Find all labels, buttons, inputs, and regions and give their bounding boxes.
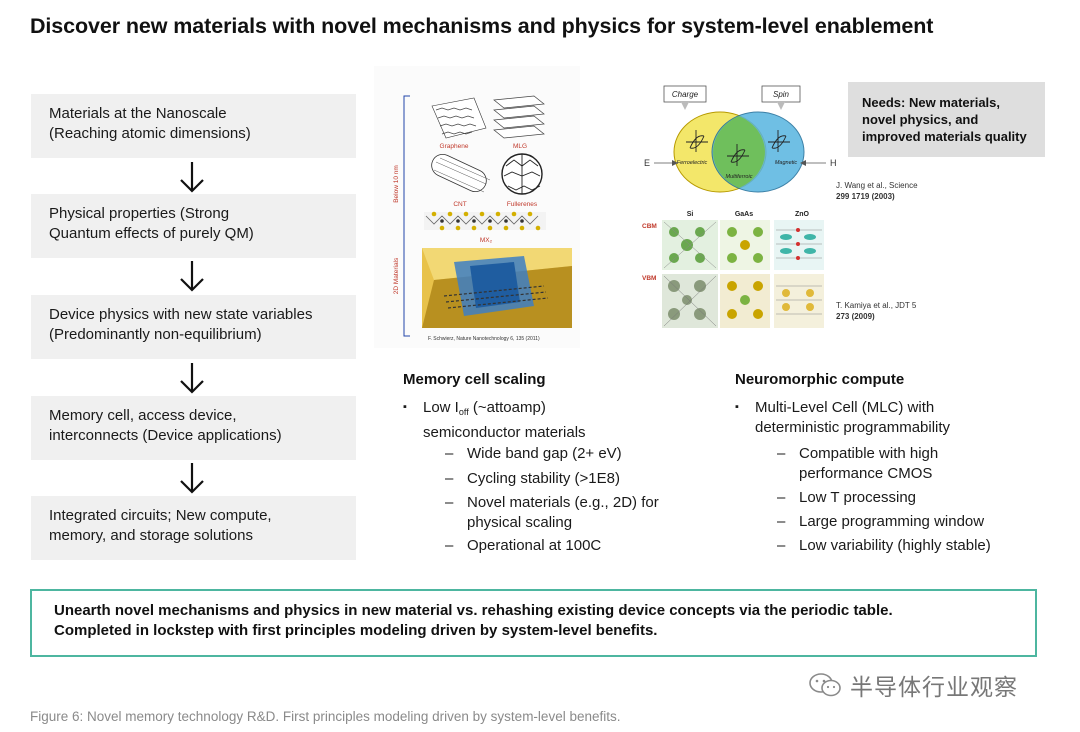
sub-item-text: Novel materials (e.g., 2D) for (467, 494, 659, 511)
down-arrow-icon (180, 162, 204, 193)
sub-item-text: performance CMOS (799, 464, 933, 482)
lattice-tile (720, 274, 770, 328)
kamiya-citation: T. Kamiya et al., JDT 5 273 (2009) (836, 300, 916, 322)
neuro-heading: Neuromorphic compute (735, 371, 905, 388)
nanomaterials-figure: Below 10 nm 2D Materials Graphene MLG CN… (374, 66, 580, 348)
needs-text: Needs: New materials, (862, 95, 1001, 110)
label-fullerenes: Fullerenes (507, 201, 538, 208)
multiferroic-venn-figure: Charge Spin Ferroelectric Magnetic Multi… (644, 85, 837, 193)
label-mx2: MX₂ (480, 237, 493, 244)
flow-box-physical-properties: Physical properties (Strong Quantum effe… (31, 194, 356, 258)
watermark-text: 半导体行业观察 (850, 675, 1018, 701)
h-field-label: H (830, 158, 837, 168)
flow-text: Integrated circuits; New compute, (49, 507, 272, 524)
mx2-image (424, 211, 546, 231)
lattice-tile (662, 274, 718, 328)
lattice-tile (774, 274, 824, 328)
wechat-icon (809, 673, 841, 697)
bullet-text: deterministic programmability (755, 418, 951, 436)
bullet-text: Low I (423, 399, 459, 416)
citation-text: 299 1719 (2003) (836, 192, 895, 201)
wechat-watermark: 半导体行业观察 (808, 668, 1018, 702)
needs-text: improved materials quality (862, 129, 1027, 144)
subscript-off: off (458, 407, 469, 417)
sub-item-text: Cycling stability (>1E8) (467, 470, 620, 487)
sub-item-text: Wide band gap (2+ eV) (467, 445, 622, 462)
multiferroic-label: Multiferroic (726, 174, 753, 180)
flow-box-device-physics: Device physics with new state variables … (31, 295, 356, 359)
label-mlg: MLG (513, 143, 527, 150)
col-label-zno: ZnO (795, 211, 810, 218)
bullet-marker: ▪ (403, 401, 407, 413)
citation-text: J. Wang et al., Science (836, 181, 918, 190)
lattice-tile (720, 220, 770, 270)
label-graphene: Graphene (440, 143, 469, 150)
bullet-text: semiconductor materials (423, 423, 586, 441)
bracket-label-below-10nm: Below 10 nm (393, 165, 400, 203)
citation-text: T. Kamiya et al., JDT 5 (836, 301, 917, 310)
flow-text: (Predominantly non-equilibrium) (49, 325, 262, 343)
materials-source-citation: F. Schwierz, Nature Nanotechnology 6, 13… (428, 336, 540, 342)
sub-item-text: Operational at 100C (467, 537, 602, 554)
row-label-vbm: VBM (642, 275, 656, 282)
flow-text: Materials at the Nanoscale (49, 105, 227, 122)
spin-label: Spin (773, 90, 790, 99)
flow-text: Memory cell, access device, (49, 407, 237, 424)
col-label-si: Si (687, 211, 694, 218)
memory-bullet: ▪ Low Ioff (~attoamp) semiconductor mate… (403, 398, 723, 441)
2d-device-render (422, 248, 572, 328)
conclusion-text: Unearth novel mechanisms and physics in … (54, 602, 893, 619)
ferroelectric-label: Ferroelectric (677, 160, 708, 166)
memory-bullet-text: Low Ioff (~attoamp) semiconductor materi… (423, 398, 586, 442)
lattice-tile (662, 220, 718, 270)
wang-citation: J. Wang et al., Science 299 1719 (2003) (836, 180, 918, 202)
graphene-image (431, 97, 487, 139)
sub-item-text: Low T processing (799, 489, 917, 506)
flow-box-integrated-circuits: Integrated circuits; New compute, memory… (31, 496, 356, 560)
sub-item-text: Large programming window (799, 513, 985, 530)
sub-item-text: Compatible with high (799, 445, 939, 462)
e-field-label: E (644, 158, 650, 168)
flow-text: interconnects (Device applications) (49, 426, 282, 444)
bullet-marker: ▪ (735, 401, 739, 413)
needs-text: novel physics, and (862, 112, 979, 127)
neuro-bullet: ▪ Multi-Level Cell (MLC) with determinis… (735, 398, 1055, 438)
citation-text: 273 (2009) (836, 312, 875, 321)
needs-callout: Needs: New materials, novel physics, and… (848, 82, 1045, 157)
flow-text: (Reaching atomic dimensions) (49, 124, 251, 142)
charge-label: Charge (672, 90, 699, 99)
flow-text: Device physics with new state variables (49, 306, 313, 323)
flow-text: memory, and storage solutions (49, 526, 253, 544)
fullerene-image (501, 153, 543, 195)
figure-caption: Figure 6: Novel memory technology R&D. F… (30, 709, 621, 724)
cnt-image (431, 153, 491, 193)
label-cnt: CNT (453, 201, 466, 208)
mlg-image (493, 95, 545, 139)
row-label-cbm: CBM (642, 223, 657, 230)
neuro-bullet-text: Multi-Level Cell (MLC) with deterministi… (755, 398, 950, 437)
lattice-tile (774, 220, 824, 270)
down-arrow-icon (180, 463, 204, 494)
flow-box-memory-cell: Memory cell, access device, interconnect… (31, 396, 356, 460)
conclusion-callout: Unearth novel mechanisms and physics in … (30, 589, 1037, 657)
bullet-text: (~attoamp) (468, 399, 546, 416)
bracket-label-2d-materials: 2D Materials (393, 257, 400, 294)
sub-item-text: Low variability (highly stable) (799, 537, 991, 554)
band-structure-figure: Si GaAs ZnO CBM VBM (642, 211, 824, 328)
page-title: Discover new materials with novel mechan… (30, 14, 934, 38)
bullet-text: Multi-Level Cell (MLC) with (755, 399, 935, 416)
memory-heading: Memory cell scaling (403, 371, 546, 388)
col-label-gaas: GaAs (735, 211, 753, 218)
flow-text: Quantum effects of purely QM) (49, 224, 254, 242)
flow-text: Physical properties (Strong (49, 205, 230, 222)
sub-item-text: physical scaling (467, 513, 573, 531)
magnetic-label: Magnetic (775, 160, 798, 166)
flow-box-nanoscale: Materials at the Nanoscale (Reaching ato… (31, 94, 356, 158)
down-arrow-icon (180, 363, 204, 394)
down-arrow-icon (180, 261, 204, 292)
conclusion-text: Completed in lockstep with first princip… (54, 622, 658, 639)
